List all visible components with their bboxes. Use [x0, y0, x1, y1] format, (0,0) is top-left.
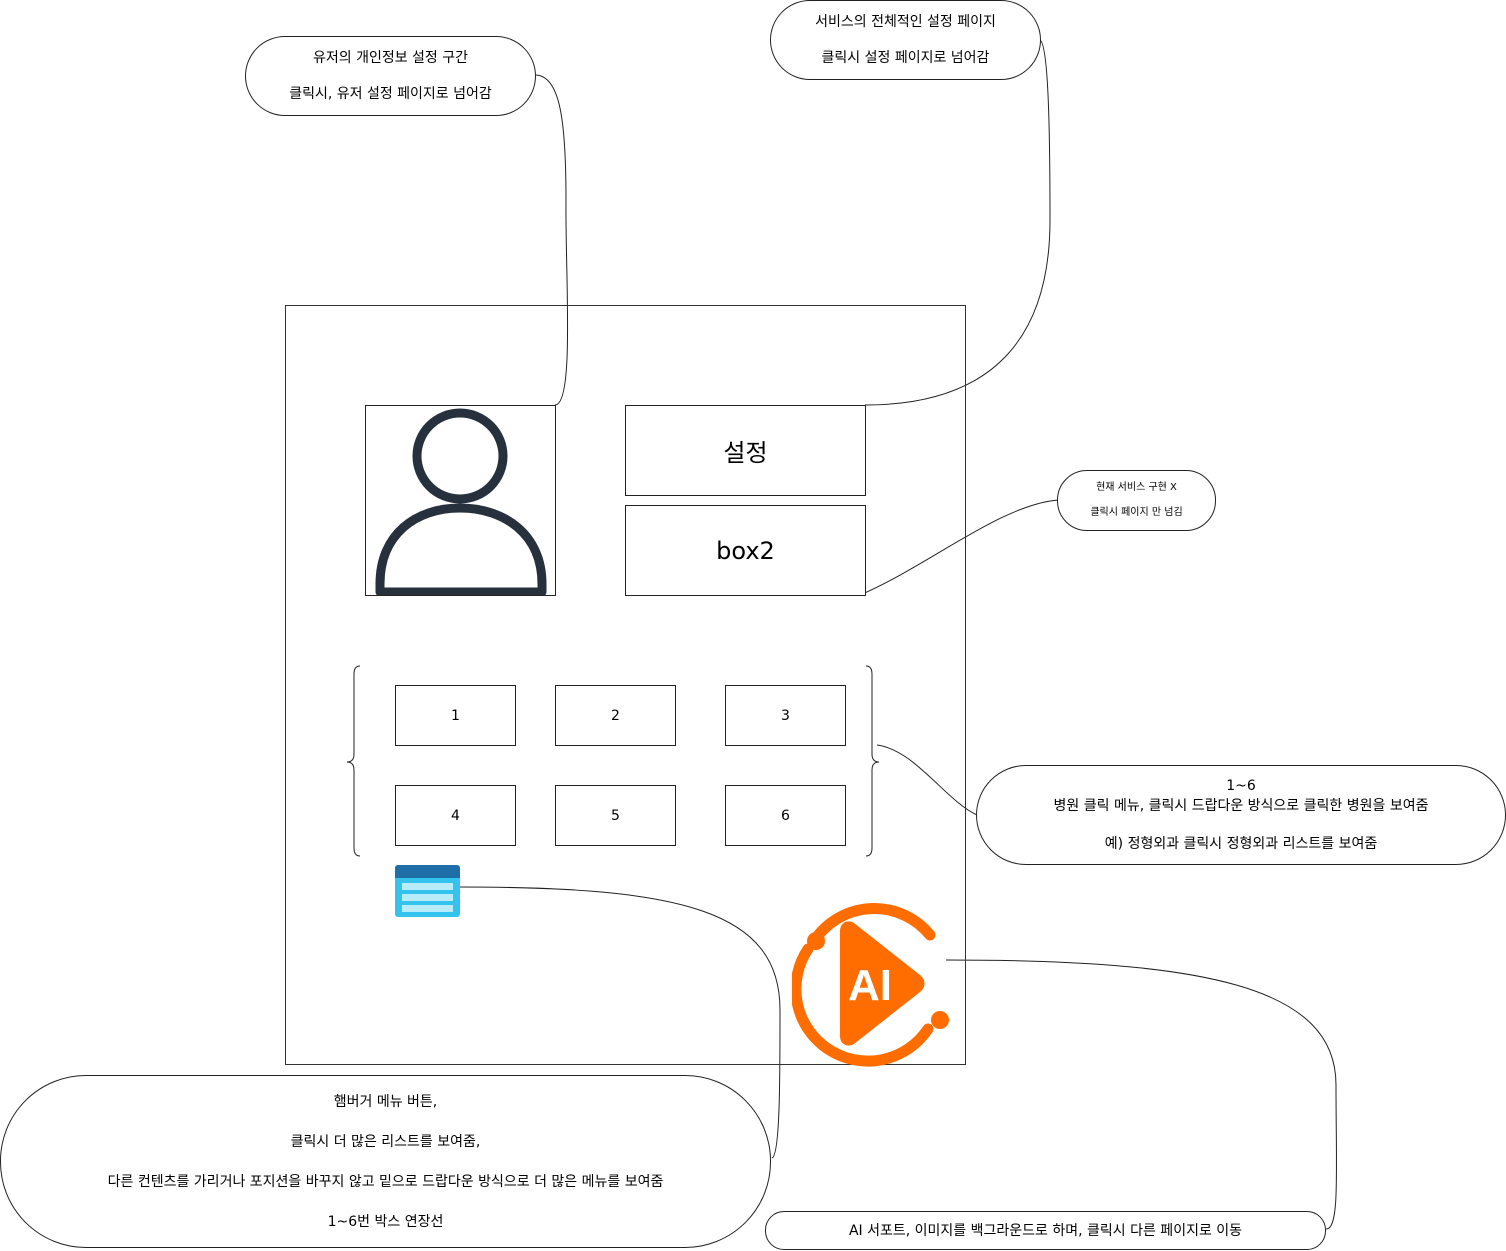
note-hamburger: 햄버거 메뉴 버튼, 클릭시 더 많은 리스트를 보여줌, 다른 컨텐츠를 가리… — [0, 1075, 771, 1248]
hospital-menu-box-4[interactable]: 4 — [395, 785, 516, 846]
left-curly-bracket — [346, 665, 361, 857]
note-hamburger-line-2: 클릭시 더 많은 리스트를 보여줌, — [290, 1133, 481, 1150]
hospital-menu-box-2[interactable]: 2 — [555, 685, 676, 746]
box2-button[interactable]: box2 — [625, 505, 866, 596]
connector-settings — [864, 39, 1051, 406]
hospital-menu-box-1[interactable]: 1 — [395, 685, 516, 746]
ai-play-logo-icon[interactable]: AI — [792, 903, 958, 1067]
ai-logo-text: AI — [848, 961, 892, 1010]
user-avatar-icon — [375, 408, 547, 595]
connector-hamburger — [459, 886, 781, 1159]
connector-ai — [945, 959, 1338, 1230]
note-box2: 현재 서비스 구현 X 클릭시 페이지 만 넘김 — [1057, 470, 1216, 531]
note-settings-line-1: 서비스의 전체적인 설정 페이지 — [815, 14, 996, 30]
note-ai-line-1: AI 서포트, 이미지를 백그라운드로 하며, 클릭시 다른 페이지로 이동 — [848, 1222, 1243, 1239]
profile-button[interactable] — [365, 405, 556, 596]
connector-grid — [876, 744, 978, 816]
connector-box2 — [859, 499, 1059, 596]
note-box2-line-1: 현재 서비스 구현 X — [1096, 482, 1177, 493]
settings-button[interactable]: 설정 — [625, 405, 866, 496]
note-box2-line-2: 클릭시 페이지 만 넘김 — [1090, 507, 1183, 518]
screen-frame — [285, 305, 966, 1065]
note-hamburger-line-4: 1~6번 박스 연장선 — [327, 1213, 444, 1230]
hamburger-menu-icon[interactable] — [395, 865, 460, 917]
right-curly-bracket — [865, 665, 880, 857]
connector-profile — [534, 74, 569, 406]
note-profile-line-1: 유저의 개인정보 설정 구간 — [312, 50, 469, 66]
note-grid-line-1: 1~6 — [1226, 778, 1256, 794]
note-hamburger-line-3: 다른 컨텐츠를 가리거나 포지션을 바꾸지 않고 밑으로 드랍다운 방식으로 더… — [107, 1173, 664, 1190]
hospital-menu-box-6[interactable]: 6 — [725, 785, 846, 846]
note-profile: 유저의 개인정보 설정 구간 클릭시, 유저 설정 페이지로 넘어감 — [245, 36, 536, 116]
note-hamburger-line-1: 햄버거 메뉴 버튼, — [333, 1093, 438, 1110]
hospital-menu-box-5[interactable]: 5 — [555, 785, 676, 846]
note-grid: 1~6 병원 클릭 메뉴, 클릭시 드랍다운 방식으로 클릭한 병원을 보여줌 … — [976, 765, 1506, 865]
note-profile-line-2: 클릭시, 유저 설정 페이지로 넘어감 — [289, 86, 492, 102]
note-grid-line-2: 병원 클릭 메뉴, 클릭시 드랍다운 방식으로 클릭한 병원을 보여줌 — [1053, 798, 1429, 814]
note-ai: AI 서포트, 이미지를 백그라운드로 하며, 클릭시 다른 페이지로 이동 — [765, 1211, 1326, 1250]
hospital-menu-box-3[interactable]: 3 — [725, 685, 846, 746]
note-settings: 서비스의 전체적인 설정 페이지 클릭시 설정 페이지로 넘어감 — [770, 0, 1041, 80]
note-grid-line-3: 예) 정형외과 클릭시 정형외과 리스트를 보여줌 — [1104, 836, 1378, 852]
note-settings-line-2: 클릭시 설정 페이지로 넘어감 — [821, 50, 990, 66]
